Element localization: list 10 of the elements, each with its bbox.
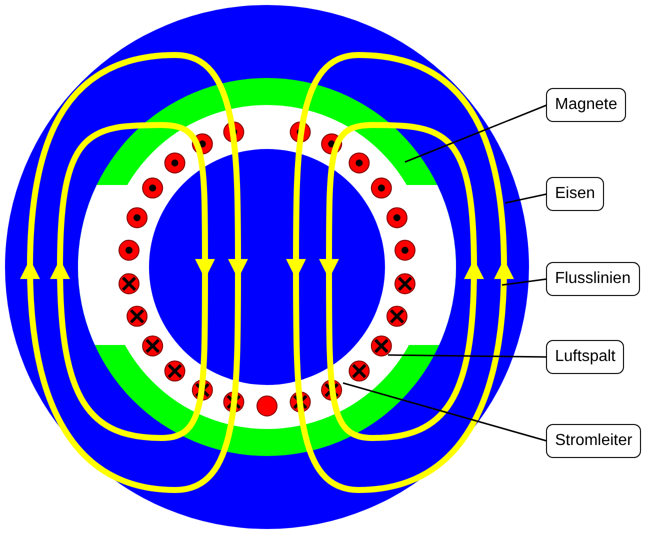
leader-line xyxy=(502,278,548,286)
callout-label: Stromleiter xyxy=(546,424,642,458)
callout-label: Flusslinien xyxy=(546,262,640,296)
callout-label: Luftspalt xyxy=(546,340,624,374)
leader-line xyxy=(504,193,548,204)
callout-label: Magnete xyxy=(546,88,626,122)
leader-line xyxy=(342,382,548,442)
leader-line xyxy=(388,354,547,358)
callout-label: Eisen xyxy=(546,177,604,211)
leader-line xyxy=(404,104,548,163)
